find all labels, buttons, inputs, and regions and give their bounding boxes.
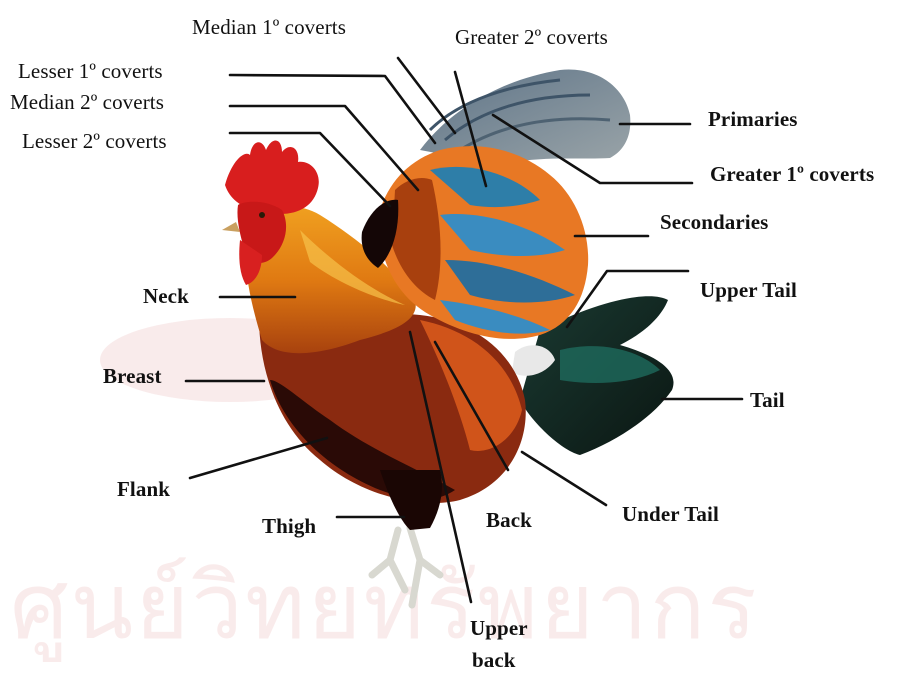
label-under-tail: Under Tail xyxy=(622,504,719,525)
label-median-secondary-coverts: Median 2º coverts xyxy=(10,92,164,113)
label-breast: Breast xyxy=(103,366,162,387)
label-neck: Neck xyxy=(143,286,189,307)
line-under-tail xyxy=(522,452,606,505)
label-primaries: Primaries xyxy=(708,109,798,130)
label-tail: Tail xyxy=(750,390,785,411)
line-flank xyxy=(190,438,327,478)
label-back: Back xyxy=(486,510,532,531)
rooster-legs xyxy=(372,528,440,605)
line-median-primary-coverts xyxy=(398,58,455,133)
label-secondaries: Secondaries xyxy=(660,212,768,233)
label-greater-secondary-coverts: Greater 2º coverts xyxy=(455,27,608,48)
label-upper-tail: Upper Tail xyxy=(700,280,797,301)
label-lesser-primary-coverts: Lesser 1º coverts xyxy=(18,61,163,82)
label-flank: Flank xyxy=(117,479,170,500)
label-thigh: Thigh xyxy=(262,516,316,537)
label-median-primary-coverts: Median 1º coverts xyxy=(192,17,346,38)
label-greater-primary-coverts: Greater 1º coverts xyxy=(710,164,874,185)
label-lesser-secondary-coverts: Lesser 2º coverts xyxy=(22,131,167,152)
label-upper-back-line2: back xyxy=(472,650,516,671)
label-upper-back-line1: Upper xyxy=(470,618,528,639)
